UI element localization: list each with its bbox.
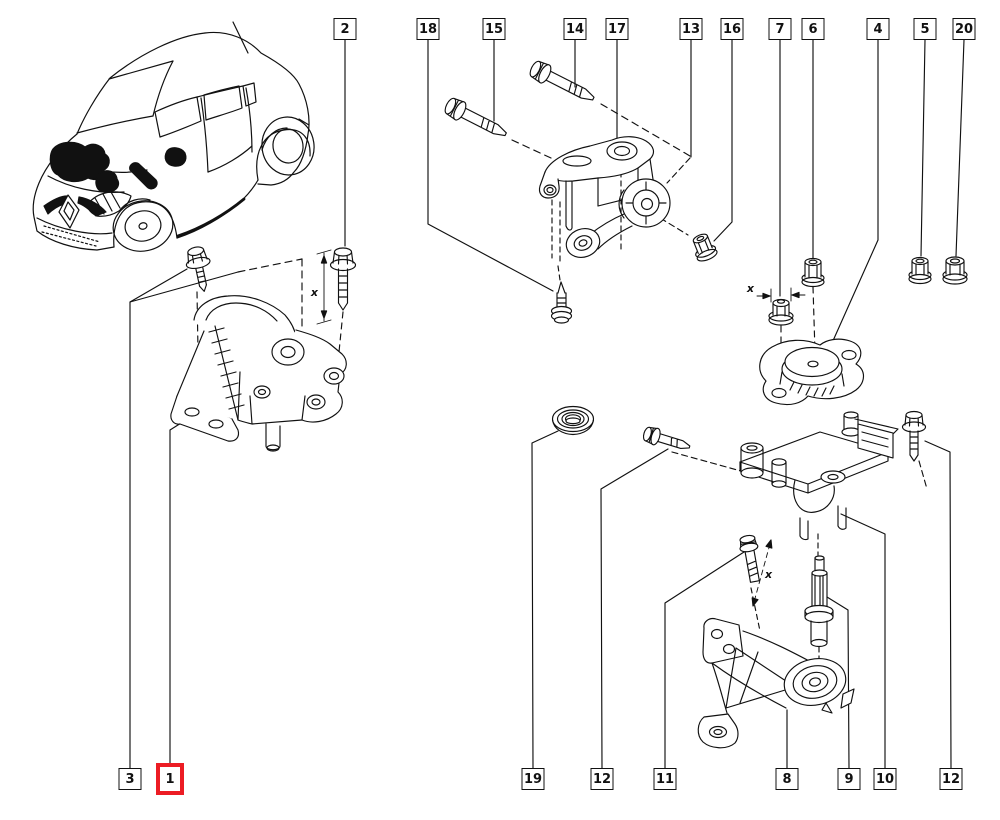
part-2-bolt: [329, 247, 357, 311]
callout-7[interactable]: 7: [768, 18, 792, 40]
engine-bay-detail: [49, 141, 110, 183]
part-9-stud: [804, 555, 834, 648]
part-20-nut: [942, 256, 968, 285]
part-16-nut: [692, 233, 718, 262]
callout-2[interactable]: 2: [333, 18, 357, 40]
antenna: [232, 21, 249, 54]
callout-19[interactable]: 19: [521, 768, 545, 790]
callout-label: 10: [875, 771, 895, 787]
part-8-torque-arm: [697, 617, 855, 749]
leader-3: [129, 268, 188, 769]
callout-label: 4: [873, 21, 883, 37]
callout-label: 13: [681, 21, 701, 37]
part-6-nut: [801, 257, 825, 288]
part-11-bolt: [739, 534, 760, 583]
part-12-bolt-right: [901, 410, 927, 462]
callout-12-right[interactable]: 12: [939, 768, 963, 790]
callout-20[interactable]: 20: [952, 18, 976, 40]
leader-11: [664, 551, 745, 769]
part-15-bolt: [444, 97, 507, 137]
callout-15[interactable]: 15: [482, 18, 506, 40]
leader-18: [427, 39, 554, 292]
part-18-screw: [550, 281, 573, 324]
callout-8[interactable]: 8: [775, 768, 799, 790]
part-17-bracket: [538, 136, 655, 231]
front-wheel: [112, 200, 174, 252]
car-illustration: [32, 21, 315, 252]
callout-14[interactable]: 14: [563, 18, 587, 40]
leader-1: [169, 412, 198, 764]
callout-label: 6: [808, 21, 818, 37]
callout-label: 9: [844, 771, 854, 787]
dimension-x-label: x: [746, 282, 755, 295]
leader-9: [826, 596, 850, 769]
callout-label: 15: [484, 21, 504, 37]
part-12-bolt-left: [642, 426, 691, 450]
callout-11[interactable]: 11: [653, 768, 677, 790]
callout-18[interactable]: 18: [416, 18, 440, 40]
leader-5: [920, 39, 926, 257]
dimension-x-label: x: [310, 286, 319, 299]
callout-13[interactable]: 13: [679, 18, 703, 40]
part-13-torque-rod: [565, 178, 671, 258]
part-4-mount-pad: [759, 338, 865, 406]
callout-12-left[interactable]: 12: [590, 768, 614, 790]
leader-19: [531, 430, 559, 769]
callout-label: 8: [782, 771, 792, 787]
callout-label: 12: [592, 771, 612, 787]
callout-label: 17: [607, 21, 627, 37]
callout-5[interactable]: 5: [913, 18, 937, 40]
callout-label: 18: [418, 21, 438, 37]
callout-label: 20: [954, 21, 974, 37]
leader-4: [831, 39, 879, 344]
callout-label: 7: [775, 21, 785, 37]
part-3-bolt: [185, 246, 211, 292]
callout-4[interactable]: 4: [866, 18, 890, 40]
door-mirror: [164, 147, 187, 167]
leader-lines: [129, 39, 965, 769]
callout-label: 3: [125, 771, 135, 787]
leader-20: [955, 39, 965, 257]
callout-1-selected[interactable]: 1: [156, 763, 184, 795]
part-1-engine-mount: [170, 295, 347, 452]
callout-label: 1: [165, 771, 175, 787]
callout-label: 11: [655, 771, 675, 787]
part-19-washer: [551, 405, 595, 436]
part-14-bolt: [529, 60, 595, 101]
callout-label: 19: [523, 771, 543, 787]
dimension-x-label: x: [764, 568, 773, 581]
part-7-nut: [768, 298, 794, 326]
callout-6[interactable]: 6: [801, 18, 825, 40]
callout-17[interactable]: 17: [605, 18, 629, 40]
dimension-x-nut-7: x: [746, 282, 806, 303]
callout-label: 14: [565, 21, 585, 37]
renault-diamond-logo: [58, 194, 80, 229]
callout-10[interactable]: 10: [873, 768, 897, 790]
leader-12-right: [924, 440, 952, 769]
callout-label: 16: [722, 21, 742, 37]
callout-label: 5: [920, 21, 930, 37]
callout-9[interactable]: 9: [837, 768, 861, 790]
callout-label: 12: [941, 771, 961, 787]
callout-label: 2: [340, 21, 350, 37]
dimension-x-bolt-2: x: [310, 249, 332, 325]
leader-16: [713, 39, 733, 242]
part-5-nut: [908, 256, 932, 285]
part-10-gearbox-bracket: [739, 411, 899, 541]
callout-16[interactable]: 16: [720, 18, 744, 40]
leader-12-left: [600, 448, 669, 769]
leader-10: [840, 513, 886, 769]
callout-3[interactable]: 3: [118, 768, 142, 790]
